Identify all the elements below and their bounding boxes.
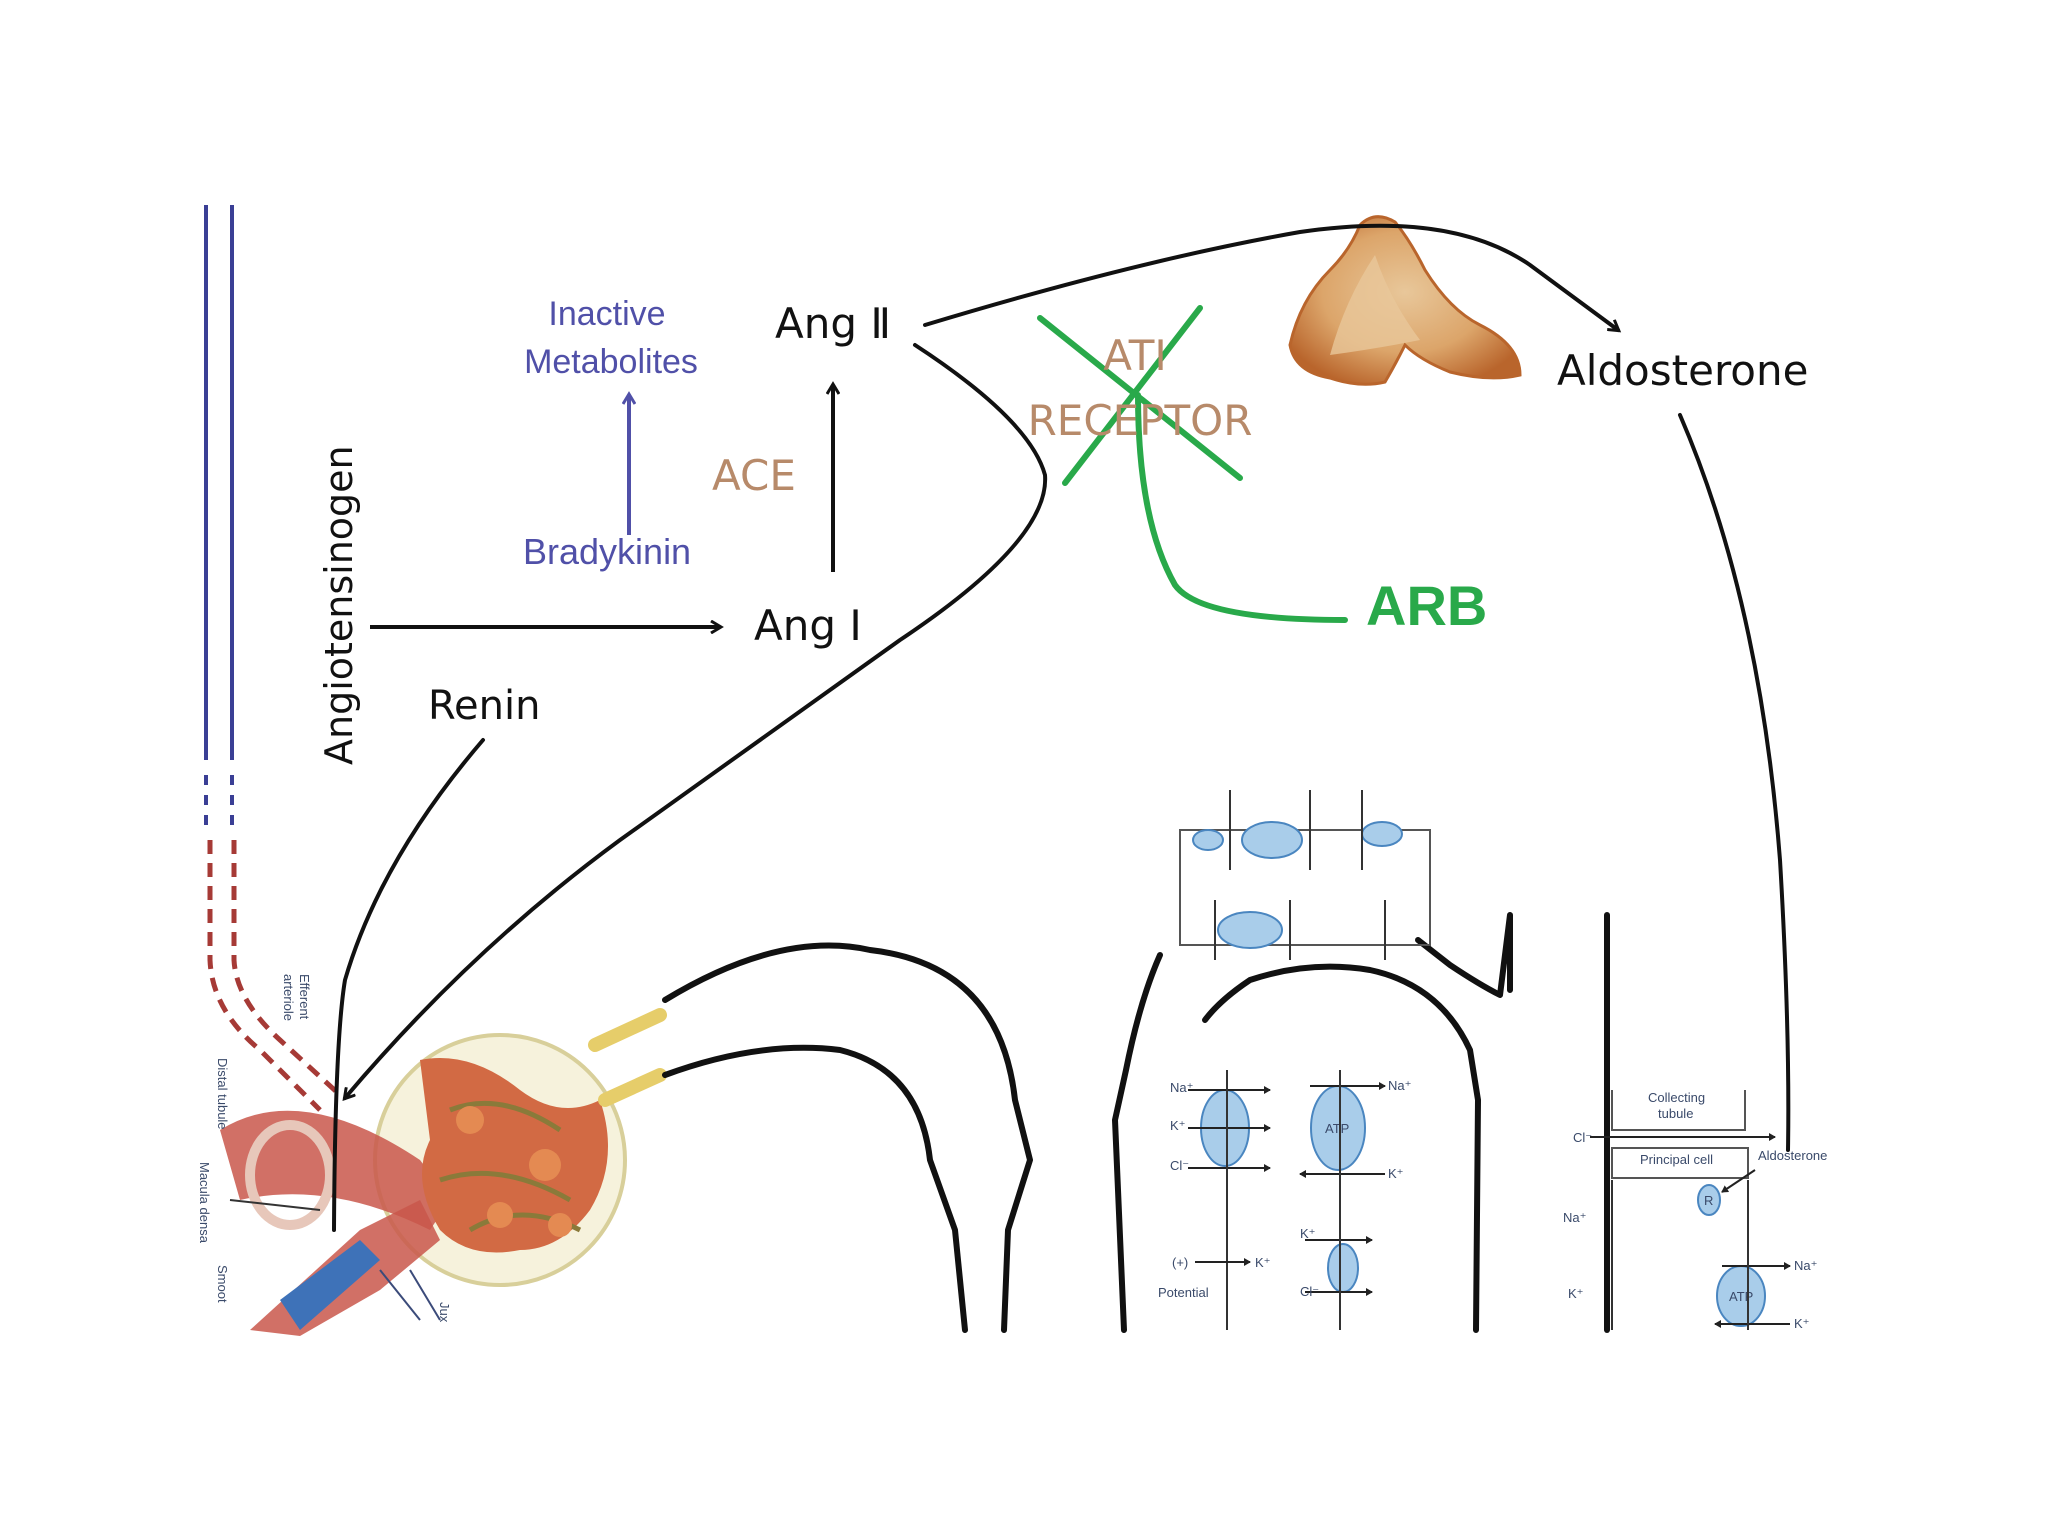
aldosterone-small-label: Aldosterone (1758, 1148, 1827, 1163)
bradykinin-label: Bradykinin (523, 531, 691, 572)
angiotensinogen-label: Angiotensinogen (317, 445, 361, 765)
k-label-1: K⁺ (1170, 1118, 1186, 1133)
renal-vessel (204, 205, 342, 1112)
plus-sign-label: (+) (1172, 1255, 1188, 1270)
inactive-metabolites-label-2: Metabolites (524, 343, 698, 381)
cl-label-2: Cl⁻ (1300, 1284, 1319, 1299)
ang1-label: Ang Ⅰ (754, 601, 862, 650)
na-label-4: Na⁺ (1794, 1258, 1817, 1273)
cl-label-3: Cl⁻ (1573, 1130, 1592, 1145)
nephron-tubule (662, 912, 1610, 1333)
renin-label: Renin (428, 683, 540, 729)
k-label-4: K⁺ (1255, 1255, 1271, 1270)
aldosterone-label: Aldosterone (1557, 346, 1808, 395)
collecting-tubule-label: Collecting (1648, 1090, 1705, 1105)
anatomy-labels-left: Efferent arteriole Distal tubule Macula … (197, 974, 452, 1323)
arb-block-mark (1037, 305, 1348, 623)
juxtaglomerular-label: Jux (437, 1302, 452, 1323)
potential-label: Potential (1158, 1285, 1209, 1300)
collecting-tubule-cell-diagram: Collecting tubule Cl⁻ Principal cell Ald… (1563, 1090, 1827, 1331)
macula-densa-label: Macula densa (197, 1162, 212, 1244)
na-label-3: Na⁺ (1563, 1210, 1586, 1225)
ang2-label: Ang Ⅱ (775, 299, 891, 348)
na-label-2: Na⁺ (1388, 1078, 1411, 1093)
efferent-arteriole-label: Efferent (297, 974, 312, 1020)
at1-receptor-label: ATⅠ (1103, 331, 1167, 380)
distal-cell-diagram: ATP Na⁺ K⁺ Cl⁻ Na⁺ K⁺ K⁺ Cl⁻ (+) K⁺ Pote… (1158, 1070, 1411, 1330)
receptor-label: R (1704, 1193, 1713, 1208)
atp-label-collecting: ATP (1729, 1289, 1753, 1304)
principal-cell-label: Principal cell (1640, 1152, 1713, 1167)
arb-label: ARB (1366, 574, 1487, 637)
distal-tubule-label: Distal tubule (215, 1058, 230, 1130)
cl-label-1: Cl⁻ (1170, 1158, 1189, 1173)
adrenal-gland (1288, 215, 1522, 386)
ace-label: ACE (712, 451, 796, 500)
efferent-arteriole-label-2: arteriole (281, 974, 296, 1021)
na-label-1: Na⁺ (1170, 1080, 1193, 1095)
k-label-6: K⁺ (1794, 1316, 1810, 1331)
loop-cell-diagram (1179, 790, 1431, 960)
at1-receptor-label-2: RECEPTOR (1028, 396, 1253, 445)
ang2-to-aldosterone-arrow (923, 223, 1618, 330)
aldosterone-to-collecting-duct-arrow (1678, 413, 1791, 1152)
glomerulus-illustration (220, 1008, 667, 1336)
ang2-to-kidney-arrow (345, 343, 1048, 1098)
k-label-3: K⁺ (1300, 1226, 1316, 1241)
k-label-2: K⁺ (1388, 1166, 1404, 1181)
flow-arrows (332, 223, 1791, 1232)
collecting-tubule-label-2: tubule (1658, 1106, 1693, 1121)
smooth-muscle-label: Smoot (215, 1265, 230, 1303)
renin-to-kidney-arrow (332, 738, 485, 1232)
k-label-5: K⁺ (1568, 1286, 1584, 1301)
main-labels: Inactive Metabolites Ang Ⅱ ACE Bradykini… (317, 295, 1808, 765)
inactive-metabolites-label: Inactive (548, 295, 665, 333)
atp-label-distal: ATP (1325, 1121, 1349, 1136)
